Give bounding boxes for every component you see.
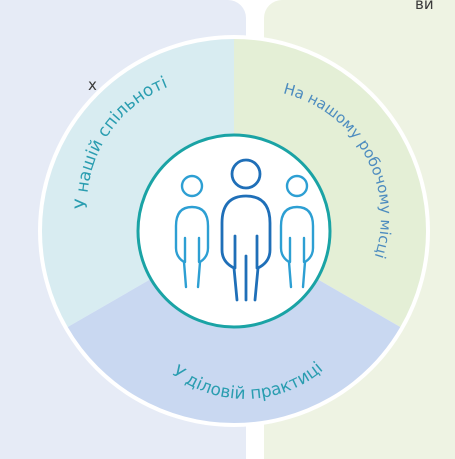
right-text-fragment: ви (415, 0, 434, 13)
person-right-icon (279, 174, 315, 289)
person-left-icon (174, 174, 210, 289)
people-group-icon (174, 158, 315, 302)
inner-circle (136, 133, 332, 329)
person-center-icon (220, 158, 272, 302)
left-text-fragment-1: х (88, 76, 97, 94)
